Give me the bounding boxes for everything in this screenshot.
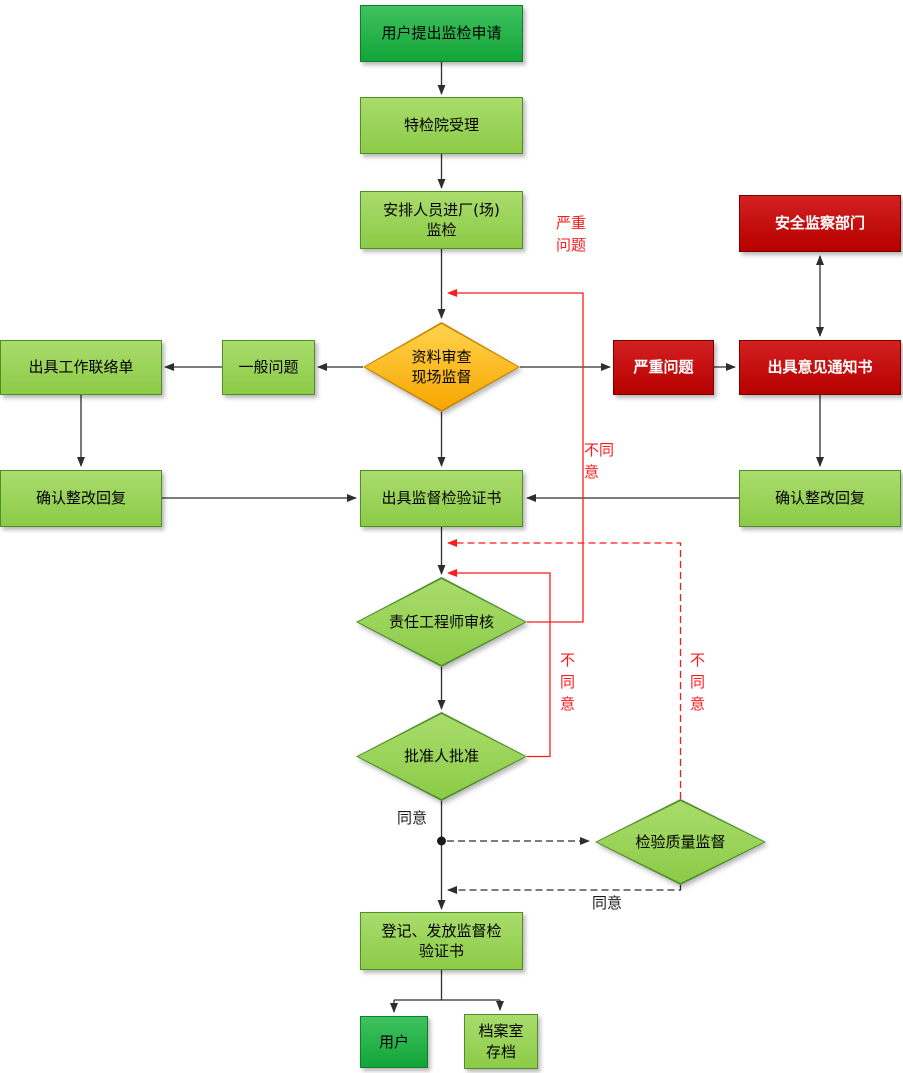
node-engineer-review-label: 责任工程师审核: [388, 612, 494, 631]
node-user: 用户: [360, 1016, 428, 1068]
red-dashed-arrows: [447, 539, 682, 799]
node-severe-issue-label: 严重问题: [633, 358, 694, 377]
label-disagree-engineer: 不 同 意: [560, 651, 576, 713]
node-confirm-left-label: 确认整改回复: [35, 489, 126, 508]
node-quality-supervision-label: 检验质量监督: [635, 832, 726, 851]
node-approver-label: 批准人批准: [403, 747, 479, 766]
node-notice: 出具意见通知书: [739, 340, 901, 395]
junction-dot: [437, 836, 446, 846]
node-arrange: 安排人员进厂(场) 监检: [360, 191, 523, 249]
black-solid-arrows: [77, 62, 824, 1013]
node-arrange-label: 安排人员进厂(场) 监检: [383, 200, 500, 239]
node-apply: 用户提出监检申请: [360, 5, 523, 62]
label-disagree-review: 不同 意: [584, 441, 615, 481]
node-safety-dept: 安全监察部门: [739, 195, 901, 252]
node-notice-label: 出具意见通知书: [767, 358, 873, 377]
node-confirm-right: 确认整改回复: [739, 470, 901, 527]
red-solid-arrows: [447, 289, 584, 758]
label-severe-problem: 严重 问题: [556, 214, 587, 254]
node-general-issue-label: 一般问题: [238, 358, 299, 377]
node-contact-sheet-label: 出具工作联络单: [28, 358, 134, 377]
node-archive-label: 档案室 存档: [478, 1022, 524, 1061]
node-certificate-label: 出具监督检验证书: [381, 489, 502, 508]
black-dashed-arrows: [447, 837, 682, 894]
node-user-label: 用户: [378, 1032, 409, 1051]
node-accept-label: 特检院受理: [403, 116, 479, 135]
node-confirm-right-label: 确认整改回复: [774, 489, 865, 508]
node-quality-supervision: 检验质量监督: [595, 799, 766, 885]
edge-quality-disagree-return: [447, 539, 682, 799]
node-apply-label: 用户提出监检申请: [381, 24, 502, 43]
label-disagree-quality: 不 同 意: [690, 651, 706, 713]
node-severe-issue: 严重问题: [613, 340, 714, 395]
node-certificate: 出具监督检验证书: [360, 470, 523, 527]
node-register: 登记、发放监督检 验证书: [360, 912, 523, 970]
node-review: 资料审查 现场监督: [363, 322, 520, 412]
node-general-issue: 一般问题: [222, 340, 315, 395]
node-contact-sheet: 出具工作联络单: [0, 340, 162, 395]
node-approver: 批准人批准: [356, 712, 527, 801]
edge-approver-disagree-return: [447, 569, 551, 758]
label-agree-approver: 同意: [397, 809, 428, 827]
node-archive: 档案室 存档: [464, 1014, 538, 1069]
edge-quality-agree-return: [447, 885, 682, 894]
node-accept: 特检院受理: [360, 97, 523, 154]
node-safety-dept-label: 安全监察部门: [774, 214, 865, 233]
edge-engineer-disagree-return: [447, 289, 584, 623]
node-register-label: 登记、发放监督检 验证书: [381, 921, 502, 960]
node-engineer-review: 责任工程师审核: [356, 577, 527, 667]
label-agree-quality: 同意: [592, 894, 623, 912]
node-confirm-left: 确认整改回复: [0, 470, 162, 527]
node-review-label: 资料审查 现场监督: [411, 347, 472, 386]
